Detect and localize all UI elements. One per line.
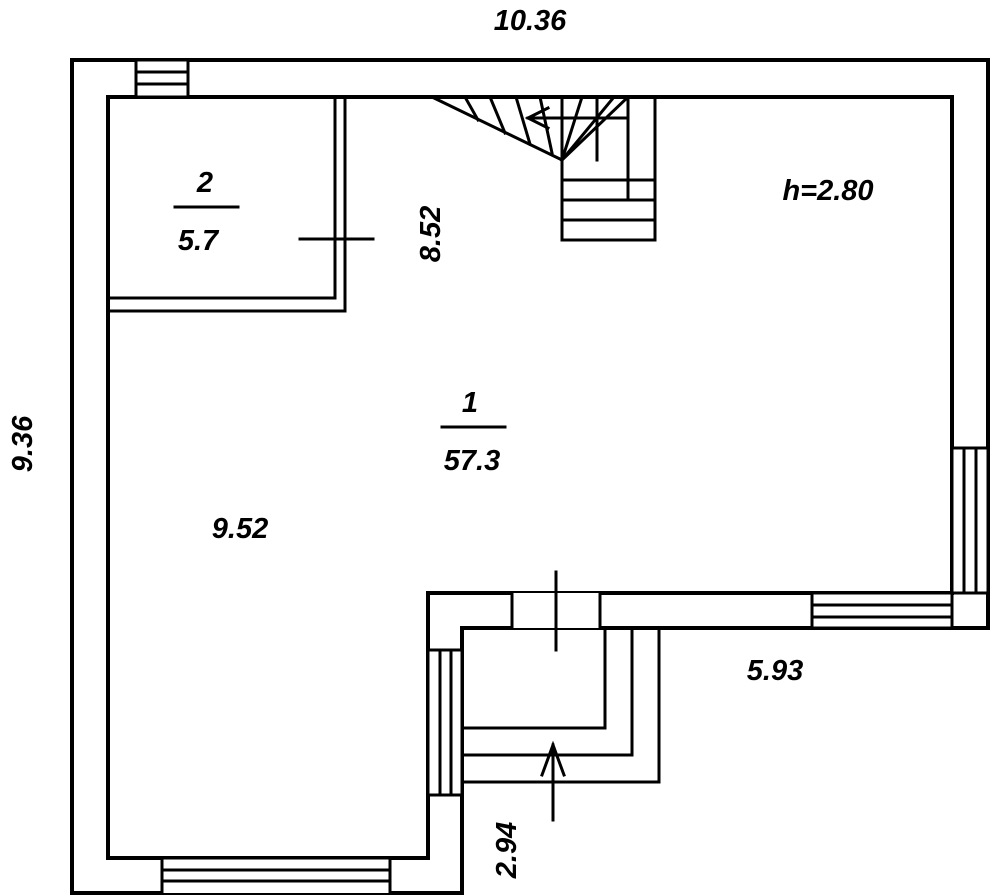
window-top — [134, 58, 190, 99]
door-lower — [510, 570, 602, 652]
entry-arrow-icon — [540, 740, 566, 822]
dimension-inner-top: 8.52 — [415, 206, 447, 262]
window-entrance — [426, 648, 464, 797]
inner-wall — [106, 95, 954, 860]
room-2-label: 2 5.7 — [173, 167, 240, 257]
dimension-left-height: 9.36 — [7, 415, 39, 472]
window-lower-right — [810, 591, 954, 630]
dimension-lower-right: 5.93 — [747, 655, 803, 687]
dimension-top-width: 10.36 — [494, 5, 567, 37]
room-2-walls — [106, 95, 375, 313]
dimension-inner-left: 9.52 — [212, 513, 268, 545]
window-right — [950, 446, 990, 595]
room-1-number: 1 — [462, 387, 478, 419]
window-bottom — [160, 856, 392, 893]
dimension-entrance: 2.94 — [491, 822, 523, 879]
room-1-area: 57.3 — [444, 445, 500, 477]
ceiling-height: h=2.80 — [782, 175, 873, 207]
room-1-label: 1 57.3 — [440, 387, 507, 477]
outer-wall — [70, 58, 990, 895]
entrance-steps — [460, 626, 661, 784]
room-2-area: 5.7 — [178, 225, 220, 257]
stair — [429, 94, 657, 242]
room-2-number: 2 — [196, 167, 213, 199]
